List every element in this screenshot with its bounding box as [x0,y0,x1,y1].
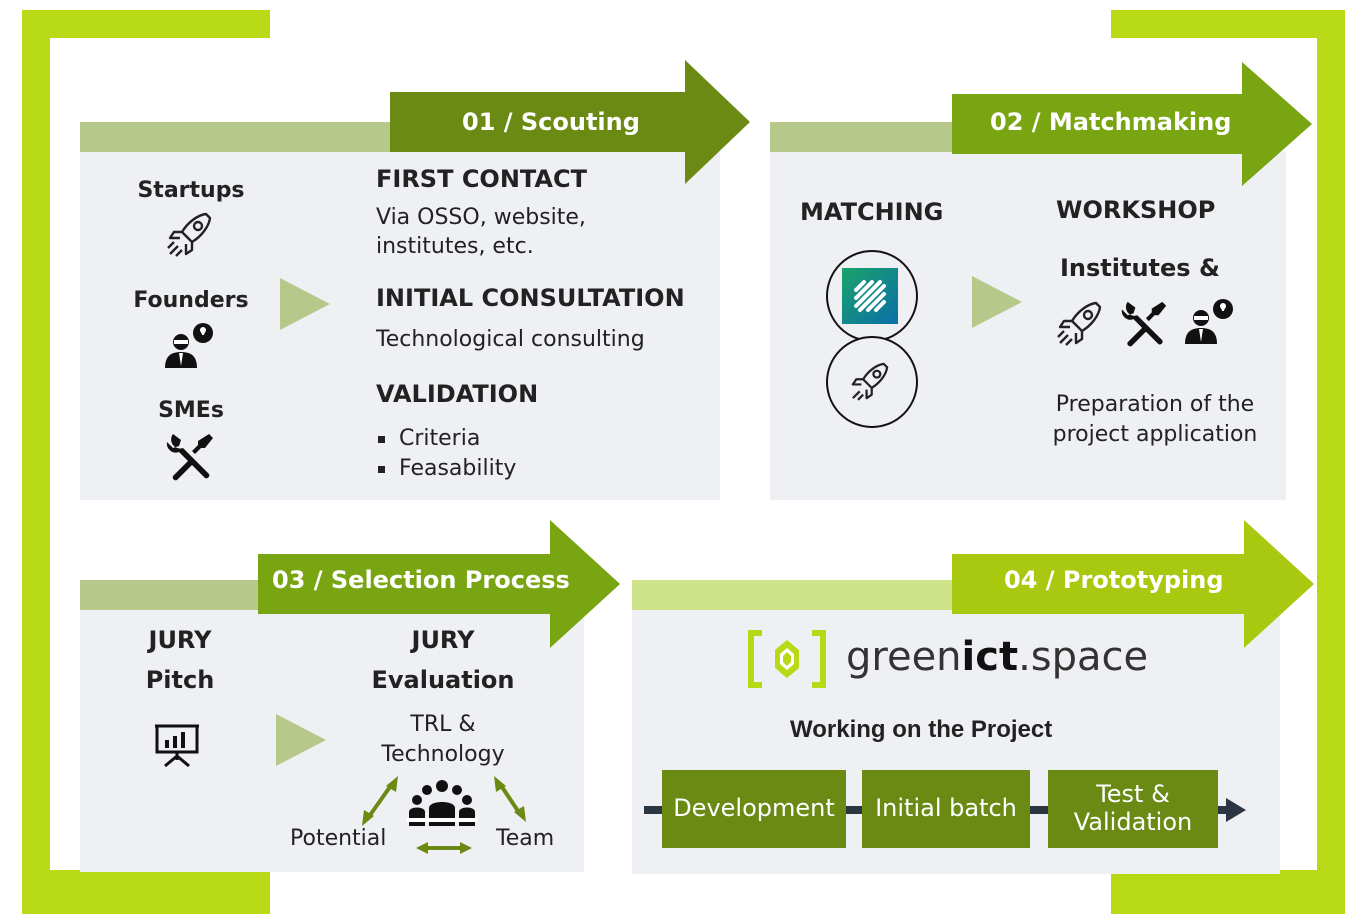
scouting-title: 01 / Scouting [462,108,640,136]
rocket-icon [167,212,212,257]
frame-right-v [1317,10,1345,914]
matchmaking-header-bar [770,122,970,152]
first-contact-text-2: institutes, etc. [376,234,534,259]
selection-title: 03 / Selection Process [272,566,570,594]
frame-bottom-left-h [22,870,270,914]
preparation-text-2: project application [1052,422,1258,447]
first-contact-title: FIRST CONTACT [376,165,587,193]
founders-label: Founders [133,288,249,313]
potential-label: Potential [290,826,387,851]
initial-consultation-text: Technological consulting [376,327,645,352]
matchmaking-arrow [952,62,1312,186]
trl-label-2: Technology [381,742,505,767]
jury-pitch-label-1: JURY [148,626,212,654]
scouting-header-bar [80,122,410,152]
team-label: Team [496,826,555,851]
matchmaking-title: 02 / Matchmaking [990,108,1232,136]
selection-panel [80,610,584,872]
rocket-icon [1057,301,1102,346]
frame-top-left-h [22,10,270,38]
validation-title: VALIDATION [376,380,539,408]
rocket-icon [851,362,889,401]
step-test-line-2: Validation [1073,808,1193,836]
jury-evaluation-label-1: JURY [411,626,475,654]
greenict-logo-icon [748,630,826,688]
jury-pitch-label-2: Pitch [145,666,215,694]
greenict-logo-text: greenict.space [846,634,1148,680]
logo-green: green [846,634,962,680]
trl-label-1: TRL & [410,712,476,737]
step-initial-batch: Initial batch [862,770,1030,848]
working-on-project: Working on the Project [790,716,1053,743]
frame-left-v [22,10,50,914]
prototyping-title: 04 / Prototyping [1004,566,1224,594]
logo-ict: ict [961,634,1019,680]
selection-play-arrow [276,714,326,766]
step-development: Development [662,770,846,848]
initial-consultation-title: INITIAL CONSULTATION [376,284,685,312]
scouting-play-arrow [280,278,330,330]
frame-top-right-h [1111,10,1345,38]
jury-evaluation-label-2: Evaluation [371,666,515,694]
institute-logo-icon [842,268,898,324]
workshop-label: WORKSHOP [1056,196,1216,224]
first-contact-text-1: Via OSSO, website, [376,205,586,230]
matchmaking-play-arrow [972,276,1022,328]
preparation-text-1: Preparation of the [1055,392,1255,417]
logo-space: .space [1018,634,1149,680]
prototyping-header-bar [632,580,972,610]
prototyping-arrow [952,520,1314,648]
selection-arrow [258,520,620,648]
selection-header-bar [80,580,270,610]
scouting-arrow [390,60,750,184]
tools-icon [166,434,213,481]
frame-bottom-right-h [1111,870,1345,914]
institutes-label: Institutes & [1060,254,1220,282]
presentation-icon [155,724,199,768]
step-test-line-1: Test & [1096,780,1170,809]
founder-icon [165,323,213,368]
validation-item: Feasability [378,454,516,484]
smes-label: SMEs [158,398,224,423]
validation-list: Criteria Feasability [378,424,516,484]
step-test-validation: Test & Validation [1048,770,1218,848]
validation-item: Criteria [378,424,516,454]
double-arrows [362,776,526,854]
matching-circle-bottom [826,336,918,428]
team-meeting-icon [407,780,477,826]
tools-icon [1121,301,1167,347]
matching-label: MATCHING [800,198,944,226]
startups-label: Startups [137,178,245,203]
founder-icon [1185,299,1233,344]
